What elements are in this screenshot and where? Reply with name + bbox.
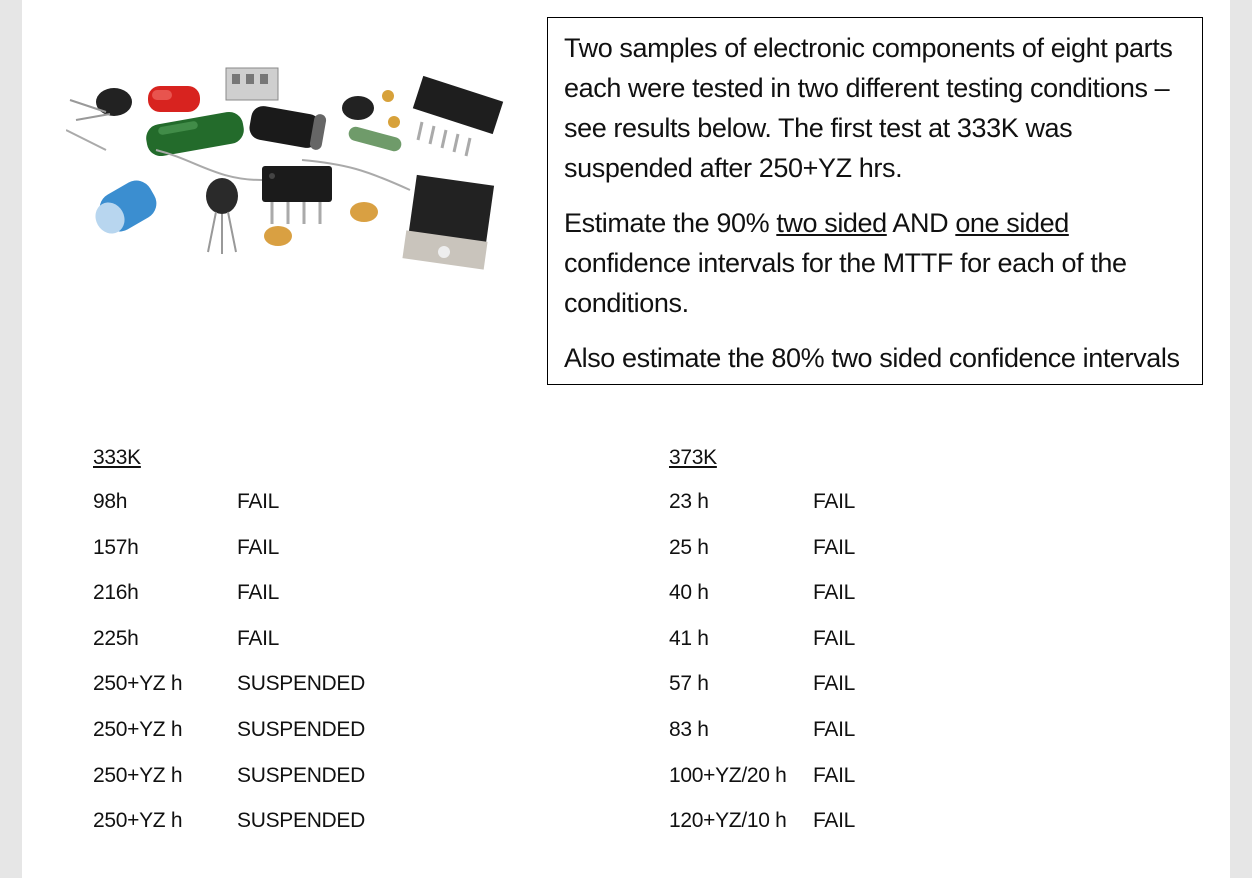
time-value: 23 h	[669, 490, 709, 513]
problem-paragraph-2: Estimate the 90% two sided AND one sided…	[564, 208, 1127, 318]
time-value: 250+YZ h	[93, 763, 183, 787]
list-item: 250+YZ h SUSPENDED	[93, 758, 365, 804]
status-value: FAIL	[813, 535, 855, 559]
time-value: 100+YZ/20 h	[669, 763, 787, 787]
status-value: FAIL	[813, 717, 855, 741]
list-item: 98h FAIL	[93, 484, 365, 530]
list-item: 83 h FAIL	[669, 712, 855, 758]
problem-paragraph-1: Two samples of electronic components of …	[564, 33, 1173, 183]
time-value: 250+YZ h	[93, 717, 183, 741]
time-value: 40 h	[669, 581, 709, 605]
status-value: FAIL	[813, 763, 855, 787]
time-value: 57 h	[669, 672, 709, 696]
document-page: Two samples of electronic components of …	[22, 0, 1230, 878]
status-value: FAIL	[813, 581, 855, 605]
problem-paragraph-3: Also estimate the 80% two sided confiden…	[564, 343, 1180, 373]
time-value: 157h	[93, 535, 139, 559]
list-item: 216h FAIL	[93, 575, 365, 621]
two-sided-underlined: two sided	[776, 208, 887, 238]
status-value: FAIL	[813, 490, 855, 513]
status-value: FAIL	[237, 490, 279, 513]
time-value: 250+YZ h	[93, 672, 183, 696]
list-item: 57 h FAIL	[669, 666, 855, 712]
list-item: 157h FAIL	[93, 530, 365, 576]
time-value: 98h	[93, 490, 128, 513]
status-value: FAIL	[237, 626, 279, 650]
list-item: 250+YZ h SUSPENDED	[93, 712, 365, 758]
problem-statement-box: Two samples of electronic components of …	[547, 17, 1203, 385]
status-value: SUSPENDED	[237, 809, 365, 833]
status-value: FAIL	[237, 581, 279, 605]
status-value: FAIL	[237, 535, 279, 559]
time-value: 225h	[93, 626, 139, 650]
list-item: 100+YZ/20 h FAIL	[669, 758, 855, 804]
list-item: 25 h FAIL	[669, 530, 855, 576]
time-value: 41 h	[669, 626, 709, 650]
list-item: 40 h FAIL	[669, 575, 855, 621]
column-header-333k: 333K	[93, 446, 141, 469]
status-value: SUSPENDED	[237, 763, 365, 787]
time-value: 83 h	[669, 717, 709, 741]
time-value: 250+YZ h	[93, 809, 183, 833]
electronic-components-image	[66, 67, 504, 270]
list-item: 23 h FAIL	[669, 484, 855, 530]
results-373k: 373K 23 h FAIL 25 h FAIL 40 h FAIL 41 h FAIL…	[669, 440, 855, 849]
list-item: 225h FAIL	[93, 621, 365, 667]
list-item: 41 h FAIL	[669, 621, 855, 667]
time-value: 216h	[93, 581, 139, 605]
status-value: SUSPENDED	[237, 672, 365, 696]
one-sided-underlined: one sided	[955, 208, 1069, 238]
list-item: 120+YZ/10 h FAIL	[669, 803, 855, 849]
status-value: SUSPENDED	[237, 717, 365, 741]
time-value: 120+YZ/10 h	[669, 809, 787, 833]
column-header-373k: 373K	[669, 446, 717, 469]
list-item: 250+YZ h SUSPENDED	[93, 803, 365, 849]
status-value: FAIL	[813, 626, 855, 650]
status-value: FAIL	[813, 809, 855, 833]
status-value: FAIL	[813, 672, 855, 696]
list-item: 250+YZ h SUSPENDED	[93, 666, 365, 712]
time-value: 25 h	[669, 535, 709, 559]
